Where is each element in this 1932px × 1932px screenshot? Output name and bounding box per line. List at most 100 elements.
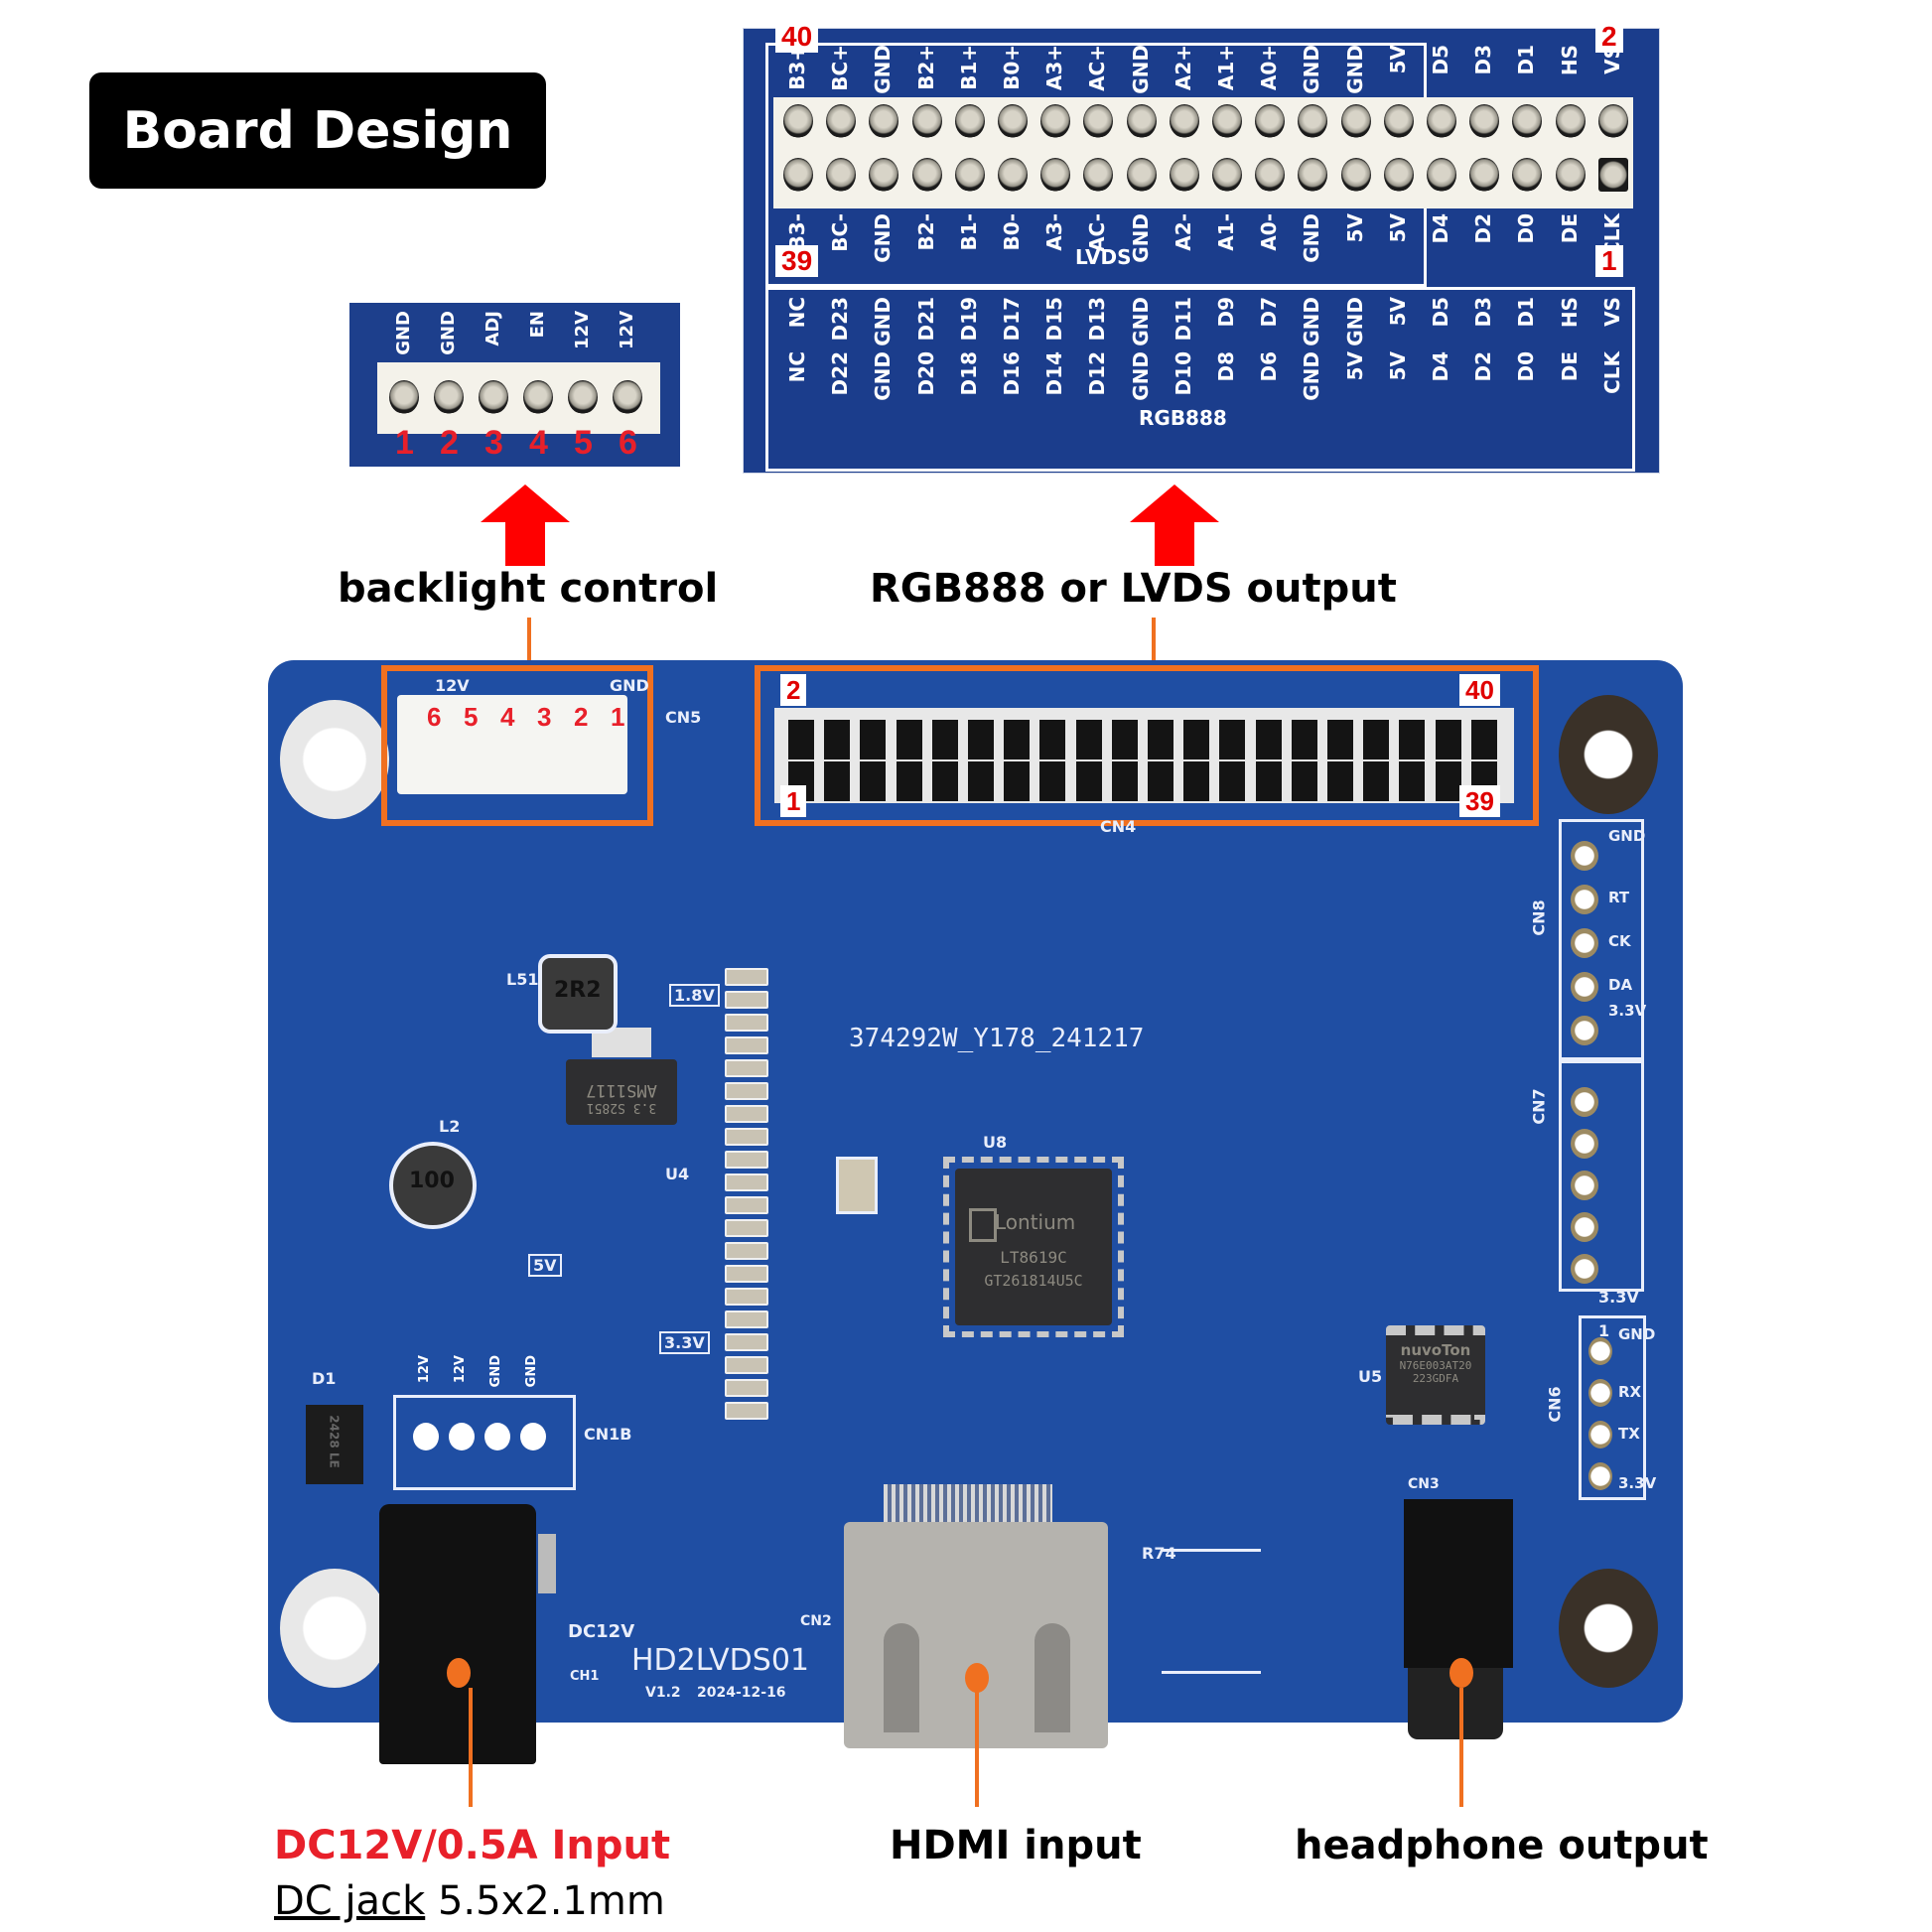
pin-hole — [911, 104, 942, 138]
pin-hole — [1040, 158, 1071, 192]
date-label: 2024-12-16 — [697, 1685, 786, 1701]
smd-component — [725, 1288, 768, 1306]
chip-lot: GT261814U5C — [984, 1272, 1083, 1290]
cn7-pin-hole — [1571, 1254, 1598, 1284]
cn6-pin-hole — [1588, 1421, 1612, 1449]
lvds-pin-label: 5V — [1385, 45, 1410, 74]
header-pin — [1327, 761, 1353, 801]
smd-component — [725, 1356, 768, 1374]
cn5-gnd-label: GND — [610, 676, 649, 695]
header-pin — [968, 761, 994, 801]
pin-hole — [1597, 104, 1628, 138]
cn4-tag-39: 39 — [1459, 785, 1500, 817]
cn8-label: CN8 — [1529, 899, 1549, 936]
rgb-pin-label: GND — [1300, 297, 1324, 346]
pin-hole — [1040, 104, 1071, 138]
header-pin — [1435, 761, 1461, 801]
header-pin — [1075, 720, 1102, 759]
header-pin — [1363, 761, 1390, 801]
lvds-pin-label: B0- — [1000, 213, 1024, 251]
inductor-l51 — [538, 954, 618, 1034]
rgb-pin-label: 5V — [1385, 297, 1410, 327]
cn7-pin-hole — [1571, 1212, 1598, 1242]
u8-label: U8 — [983, 1133, 1008, 1152]
cn7-pin-hole — [1571, 1087, 1598, 1117]
smd-component — [725, 991, 768, 1009]
lvds-pin-label: B2- — [913, 213, 938, 251]
lvds-pin-label: A1+ — [1214, 45, 1238, 91]
header-pin — [1004, 720, 1031, 759]
lvds-pin-label: GND — [1300, 45, 1324, 94]
cn5-pin-number: 1 — [611, 702, 625, 732]
lvds-pin-label: GND — [1300, 213, 1324, 263]
cn5-pin-number: 3 — [537, 702, 552, 732]
backlight-pin-label: 12V — [617, 311, 637, 349]
header-pin — [1219, 720, 1246, 759]
header-pin — [896, 720, 922, 759]
rgb-pin-label: D20 — [913, 351, 938, 396]
rgb-pin-label: GND — [871, 297, 896, 346]
pin-hole — [998, 158, 1028, 192]
lvds-pin-label: A2- — [1171, 213, 1195, 251]
header-pin — [968, 720, 994, 759]
arrow-up-backlight-icon — [481, 484, 570, 566]
headphone-jack[interactable] — [1404, 1499, 1513, 1668]
headphone-marker-dot — [1449, 1658, 1473, 1688]
lvds-pin-label: B2+ — [913, 45, 938, 90]
cn7-connector[interactable] — [1559, 1057, 1644, 1292]
power-input-label: DC12V/0.5A Input — [274, 1823, 671, 1868]
cn5-connector[interactable] — [397, 695, 627, 794]
cn5-pin-number: 4 — [500, 702, 515, 732]
header-pin — [860, 761, 887, 801]
header-pin — [1183, 720, 1210, 759]
rgb-pin-label: GND — [1128, 297, 1153, 346]
cn1b-pin-hole — [520, 1423, 546, 1450]
cn8-pin-label: CK — [1608, 932, 1631, 950]
rgb-pin-label: D19 — [956, 297, 981, 342]
rgb-pin-label: GND — [1128, 351, 1153, 401]
serial-number: 374292W_Y178_241217 — [849, 1024, 1145, 1053]
cn7-3v3-label: 3.3V — [1598, 1288, 1639, 1307]
rgb-pin-label: D1 — [1514, 297, 1539, 328]
rgb-pin-label: D0 — [1514, 351, 1539, 382]
arrow-up-output-icon — [1130, 484, 1219, 566]
hdmi-slot-left — [884, 1623, 919, 1732]
cn8-connector[interactable] — [1559, 819, 1644, 1063]
cn1b-pin-hole — [449, 1423, 475, 1450]
lvds-pin-label: D0 — [1514, 213, 1539, 244]
cn6-connector[interactable] — [1579, 1315, 1646, 1500]
pin-hole — [1383, 104, 1414, 138]
cn1b-pin-label: GND — [488, 1355, 503, 1388]
rgb-pin-label: GND — [871, 351, 896, 401]
backlight-pin-number: 6 — [619, 424, 637, 462]
pin-hole — [1597, 158, 1628, 192]
backlight-pin-label: 12V — [572, 311, 593, 349]
pin-hole — [1383, 158, 1414, 192]
rgb-pin-label: D8 — [1214, 351, 1238, 382]
inductor-l2 — [389, 1142, 477, 1229]
lvds-pin-label: BC- — [828, 213, 853, 252]
dc-jack[interactable] — [379, 1504, 536, 1764]
cn8-pin-hole — [1571, 841, 1598, 871]
cn6-pin-label: 3.3V — [1618, 1474, 1657, 1492]
cn5-pin-number: 2 — [574, 702, 589, 732]
backlight-connector-highlight — [381, 665, 653, 826]
rgb-pin-label: VS — [1599, 297, 1624, 327]
cn3-label: CN3 — [1408, 1476, 1440, 1492]
headphone-leader-line — [1459, 1688, 1463, 1807]
header-pin — [824, 720, 851, 759]
smd-component — [725, 1402, 768, 1420]
pin-hole — [911, 158, 942, 192]
mount-hole-br — [1559, 1569, 1658, 1688]
rail-1v8: 1.8V — [669, 984, 720, 1007]
rgb-pin-label: D12 — [1085, 351, 1110, 396]
ams1117-regulator: 3.3 S2851 AMS1117 — [566, 1059, 677, 1125]
pin-hole — [1212, 158, 1242, 192]
pin-hole — [1340, 158, 1371, 192]
rgb-pin-label: 5V — [1342, 351, 1367, 381]
cn1b-connector[interactable] — [393, 1395, 576, 1490]
rgb-pin-label: D3 — [1471, 297, 1496, 328]
lvds-pin-label: DE — [1557, 213, 1582, 244]
pin-hole — [1340, 104, 1371, 138]
